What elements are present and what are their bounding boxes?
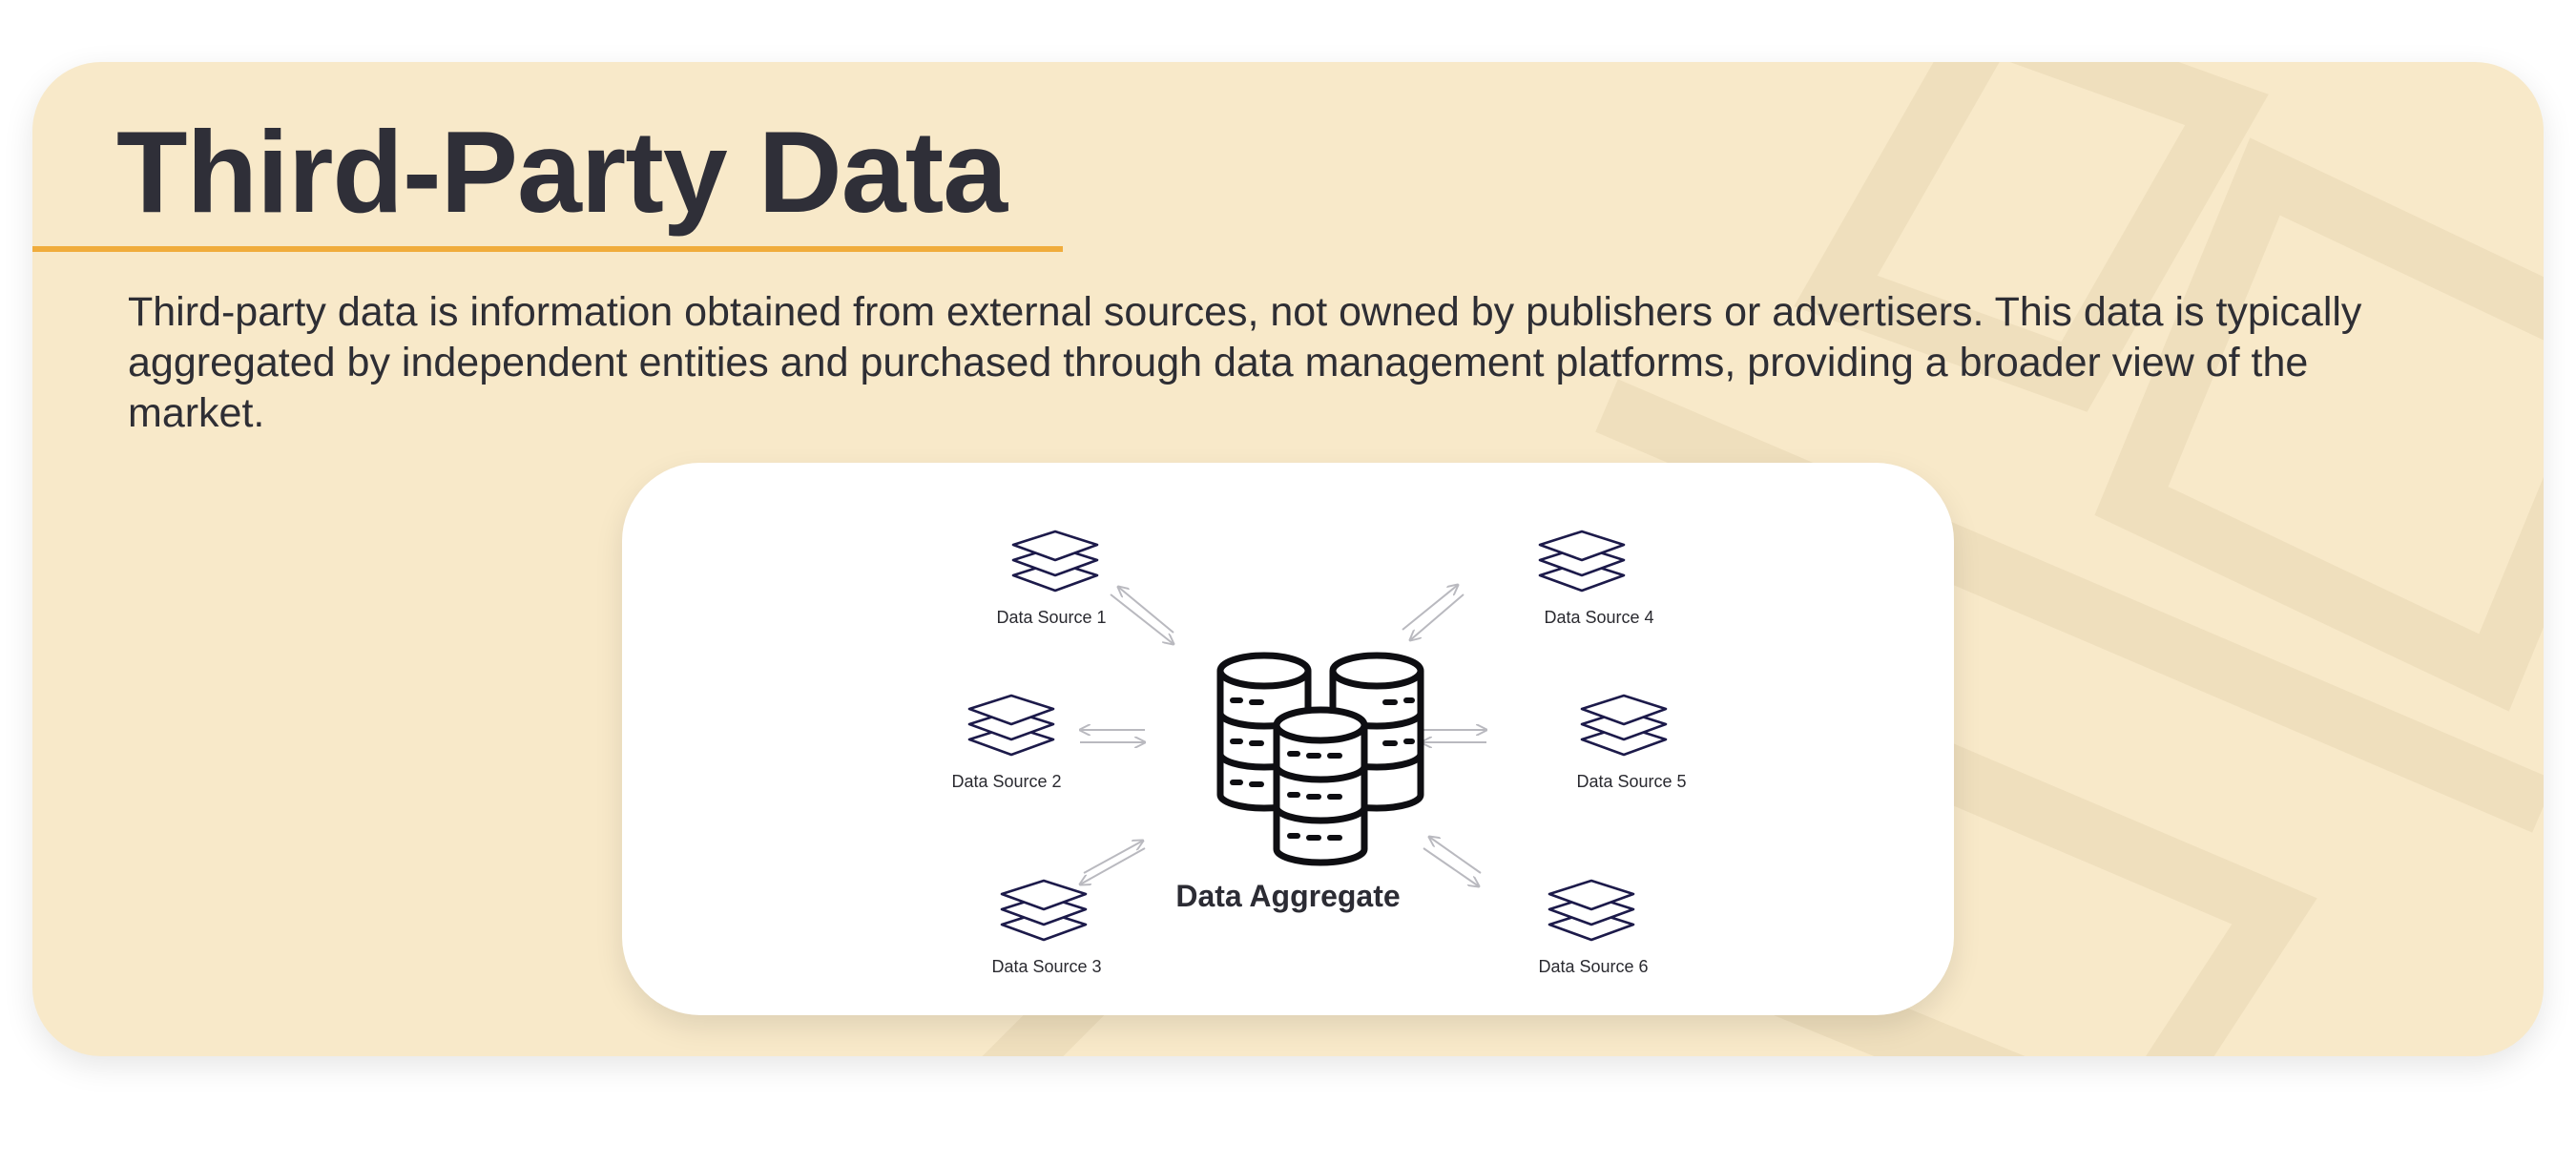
database-stack-icon	[1216, 652, 1424, 866]
source-label-6: Data Source 6	[1538, 957, 1649, 976]
source-label-4: Data Source 4	[1544, 608, 1654, 627]
arrow-source-3-out	[1083, 841, 1143, 874]
diagram-connections	[622, 463, 1954, 1015]
arrow-source-4-out	[1410, 593, 1465, 640]
layers-icon-source-1	[1011, 530, 1099, 593]
layers-icon-source-3	[1000, 879, 1088, 942]
data-aggregate-label: Data Aggregate	[1175, 879, 1401, 913]
title-underline	[32, 246, 1063, 252]
arrow-source-4-in	[1402, 585, 1458, 631]
arrow-source-1-out	[1110, 593, 1174, 644]
layers-icon-source-6	[1548, 879, 1635, 942]
page-title: Third-Party Data	[116, 107, 1008, 237]
diagram-panel: Data Source 1 Data Source 2 Data Source …	[622, 463, 1954, 1015]
arrow-source-3-in	[1080, 847, 1146, 884]
arrow-source-1-in	[1118, 587, 1174, 634]
source-label-2: Data Source 2	[951, 772, 1062, 791]
layers-icon-source-5	[1580, 694, 1668, 757]
source-label-5: Data Source 5	[1576, 772, 1687, 791]
source-label-3: Data Source 3	[991, 957, 1102, 976]
slide-card: Third-Party Data Third-party data is inf…	[32, 62, 2544, 1056]
source-label-1: Data Source 1	[996, 608, 1107, 627]
arrow-source-6-in	[1429, 837, 1482, 874]
arrow-source-6-out	[1423, 847, 1479, 886]
description-text: Third-party data is information obtained…	[128, 289, 2362, 436]
layers-icon-source-4	[1538, 530, 1626, 593]
layers-icon-source-2	[967, 694, 1055, 757]
